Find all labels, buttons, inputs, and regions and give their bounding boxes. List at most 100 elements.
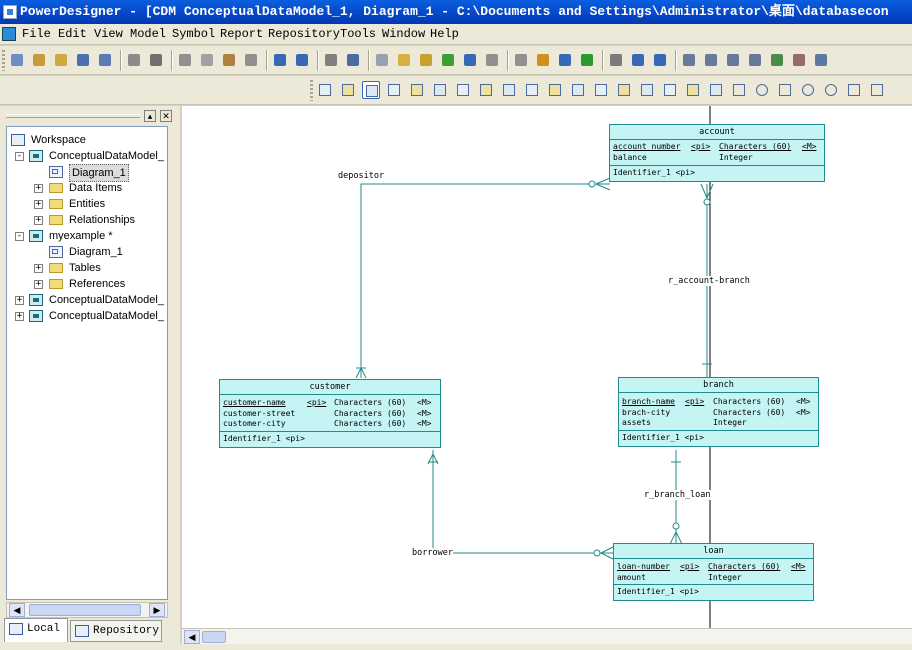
expand-icon[interactable]: + xyxy=(34,183,43,193)
paste-icon[interactable] xyxy=(220,51,238,69)
document-icon[interactable] xyxy=(2,27,16,41)
note-icon[interactable] xyxy=(638,81,656,99)
link-icon[interactable] xyxy=(556,51,574,69)
entity-icon[interactable] xyxy=(500,81,518,99)
polyline-icon[interactable] xyxy=(845,81,863,99)
list2-icon[interactable] xyxy=(512,51,530,69)
association-icon[interactable] xyxy=(569,81,587,99)
grabber-icon[interactable] xyxy=(339,81,357,99)
rectangle-icon[interactable] xyxy=(776,81,794,99)
expand-icon[interactable]: + xyxy=(15,311,24,321)
text-style-icon[interactable] xyxy=(578,51,596,69)
arc-icon[interactable] xyxy=(753,81,771,99)
expand-icon[interactable]: + xyxy=(15,295,24,305)
window3-icon[interactable] xyxy=(724,51,742,69)
tree-node-diagram[interactable]: Diagram_1 xyxy=(7,244,167,260)
properties-icon[interactable] xyxy=(461,51,479,69)
folder-dark-icon[interactable] xyxy=(607,51,625,69)
scroll-left-icon[interactable]: ◀ xyxy=(9,603,25,617)
back-icon[interactable] xyxy=(629,51,647,69)
pointer-icon[interactable] xyxy=(316,81,334,99)
save-icon[interactable] xyxy=(74,51,92,69)
association-link-icon[interactable] xyxy=(592,81,610,99)
open-model-icon[interactable] xyxy=(30,51,48,69)
refresh-icon[interactable] xyxy=(439,51,457,69)
expand-icon[interactable]: + xyxy=(34,199,43,209)
inheritance-icon[interactable] xyxy=(546,81,564,99)
tree-node-folder[interactable]: +Relationships xyxy=(7,212,167,228)
menu-edit[interactable]: Edit xyxy=(58,27,87,41)
open-icon[interactable] xyxy=(52,51,70,69)
report-icon[interactable] xyxy=(768,51,786,69)
menu-file[interactable]: File xyxy=(22,27,51,41)
window4-icon[interactable] xyxy=(746,51,764,69)
link-icon[interactable] xyxy=(661,81,679,99)
new-icon[interactable] xyxy=(8,51,26,69)
forward-icon[interactable] xyxy=(651,51,669,69)
polygon-icon[interactable] xyxy=(868,81,886,99)
expand-icon[interactable]: + xyxy=(34,263,43,273)
tree-node-diagram[interactable]: Diagram_1 xyxy=(7,164,167,182)
menu-view[interactable]: View xyxy=(94,27,123,41)
cut-icon[interactable] xyxy=(454,81,472,99)
browser-scrollbar[interactable]: ◀ ▶ xyxy=(6,602,168,618)
menu-tools[interactable]: Tools xyxy=(340,27,377,41)
window1-icon[interactable] xyxy=(680,51,698,69)
ellipse-icon[interactable] xyxy=(799,81,817,99)
tree-node-workspace[interactable]: Workspace xyxy=(7,132,167,148)
rounded-rect-icon[interactable] xyxy=(822,81,840,99)
window2-icon[interactable] xyxy=(702,51,720,69)
entity-account[interactable]: account account_number <pi> Characters (… xyxy=(609,124,825,182)
print-icon[interactable] xyxy=(147,51,165,69)
save-all-icon[interactable] xyxy=(96,51,114,69)
restore-icon[interactable]: ▴ xyxy=(144,110,156,122)
scroll-thumb[interactable] xyxy=(202,631,226,643)
canvas-scrollbar[interactable]: ◀ xyxy=(182,628,912,644)
panel-grip[interactable] xyxy=(6,114,140,118)
relationship-borrower[interactable]: borrower xyxy=(412,548,453,558)
tree-node-model[interactable]: +ConceptualDataModel_ xyxy=(7,308,167,324)
zoom-in-icon[interactable] xyxy=(362,81,380,99)
toolbar-grip[interactable] xyxy=(2,50,5,71)
relationship-branch-loan[interactable]: r_branch_loan xyxy=(644,490,711,500)
relationship-depositor[interactable]: depositor xyxy=(338,171,385,181)
close-icon[interactable]: ✕ xyxy=(160,110,172,122)
tab-local[interactable]: Local xyxy=(4,618,68,642)
expand-icon[interactable]: + xyxy=(34,215,43,225)
list-icon[interactable] xyxy=(483,51,501,69)
tree-node-folder[interactable]: +Data Items xyxy=(7,180,167,196)
cut-icon[interactable] xyxy=(176,51,194,69)
scroll-right-icon[interactable]: ▶ xyxy=(149,603,165,617)
menu-report[interactable]: Report xyxy=(220,27,264,41)
redo-icon[interactable] xyxy=(293,51,311,69)
pen-icon[interactable] xyxy=(534,51,552,69)
scroll-left-icon[interactable]: ◀ xyxy=(184,630,200,644)
tree-node-model[interactable]: -myexample * xyxy=(7,228,167,244)
collapse-icon[interactable]: - xyxy=(15,151,24,161)
entity-loan[interactable]: loan loan-number <pi> Characters (60) <M… xyxy=(613,543,814,601)
exit-icon[interactable] xyxy=(790,51,808,69)
delete-icon[interactable] xyxy=(242,51,260,69)
zoom-out-icon[interactable] xyxy=(385,81,403,99)
folder-open-icon[interactable] xyxy=(395,51,413,69)
entity-branch[interactable]: branch branch-name <pi> Characters (60) … xyxy=(618,377,819,447)
menu-repository[interactable]: Repository xyxy=(268,27,341,41)
expand-icon[interactable]: + xyxy=(34,279,43,289)
toolbar-grip[interactable] xyxy=(310,80,313,101)
relationship-account-branch[interactable]: r_account-branch xyxy=(668,276,750,286)
collapse-icon[interactable]: - xyxy=(15,231,24,241)
undo-icon[interactable] xyxy=(271,51,289,69)
menu-help[interactable]: Help xyxy=(430,27,459,41)
tree-node-model[interactable]: -ConceptualDataModel_ xyxy=(7,148,167,164)
copy-icon[interactable] xyxy=(198,51,216,69)
open-diagram-icon[interactable] xyxy=(431,81,449,99)
title-icon[interactable] xyxy=(684,81,702,99)
menu-model[interactable]: Model xyxy=(130,27,167,41)
relationship-icon[interactable] xyxy=(523,81,541,99)
zoom-icon[interactable] xyxy=(408,81,426,99)
tree-node-folder[interactable]: +Tables xyxy=(7,260,167,276)
menu-symbol[interactable]: Symbol xyxy=(172,27,216,41)
text-icon[interactable] xyxy=(707,81,725,99)
browse-icon[interactable] xyxy=(373,51,391,69)
menu-window[interactable]: Window xyxy=(382,27,426,41)
